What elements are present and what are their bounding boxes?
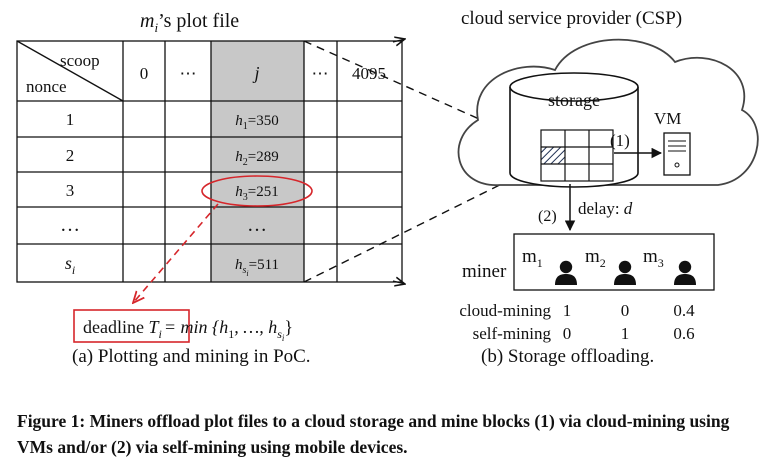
row-cloud-mining-m3: 0.4: [673, 301, 695, 320]
hash-cell-h1: h1=350: [235, 113, 278, 132]
hash-cell-h3: h3=251: [235, 184, 278, 203]
caption-b: (b) Storage offloading.: [481, 346, 655, 367]
row-self-mining-m2: 1: [621, 324, 630, 343]
arrow1-label: (1): [610, 131, 630, 150]
miner-3-label: m3: [643, 246, 664, 270]
miner-2-label: m2: [585, 246, 606, 270]
miner-2: m2: [585, 246, 636, 285]
delay-label: delay: d: [578, 199, 633, 218]
storage-label: storage: [548, 90, 600, 110]
plot-table-grid: [16, 40, 403, 283]
vm-label: VM: [654, 109, 681, 128]
mining-share-table: cloud-mining 1 0 0.4 self-mining 0 1 0.6: [459, 301, 695, 343]
hash-cell-hsi: hsi=511: [235, 257, 279, 278]
miner-1: m1: [522, 246, 577, 285]
row-self-mining-m1: 0: [563, 324, 572, 343]
min-hash-arrow: [133, 203, 219, 303]
row-label-dots: …: [60, 214, 80, 236]
deadline-formula: deadline Ti= min {h1, …, hsi}: [83, 317, 293, 343]
row-label-1: 1: [66, 110, 75, 129]
plot-file-panel: mi’s plot file scoop nonce 0 ⋯ j ⋯ 4095: [16, 10, 403, 343]
row-cloud-mining-m2: 0: [621, 301, 630, 320]
row-label-2: 2: [66, 146, 75, 165]
miner-3-person-icon: [674, 260, 696, 285]
miner-1-person-icon: [555, 260, 577, 285]
deadline-box: [73, 309, 190, 343]
col-header-dots-2: ⋯: [312, 64, 329, 83]
caption-a: (a) Plotting and mining in PoC.: [72, 346, 311, 367]
col-header-0: 0: [140, 64, 149, 83]
hash-cell-h2: h2=289: [235, 149, 278, 168]
storage-grid: [540, 129, 614, 182]
min-hash-highlight: [201, 175, 313, 207]
hash-cell-dots: …: [247, 214, 267, 236]
row-self-mining-m3: 0.6: [673, 324, 694, 343]
header-nonce: nonce: [26, 77, 67, 96]
row-self-mining-label: self-mining: [473, 324, 552, 343]
row-label-si: si: [65, 253, 75, 277]
csp-panel: cloud service provider (CSP) storage (1)…: [457, 8, 759, 343]
connector-bottom-arrow: [392, 281, 405, 284]
col-header-j: j: [252, 63, 259, 83]
miner-3: m3: [643, 246, 696, 285]
arrow2-label: (2): [538, 208, 557, 225]
plot-file-title: mi’s plot file: [140, 10, 239, 35]
header-scoop: scoop: [60, 51, 100, 70]
connector-top-arrow: [392, 39, 405, 42]
highlight-column-j: [211, 41, 304, 282]
miner-label: miner: [462, 261, 507, 282]
row-label-3: 3: [66, 181, 75, 200]
vm-server-icon: [663, 132, 691, 176]
miner-1-label: m1: [522, 246, 543, 270]
csp-title: cloud service provider (CSP): [461, 8, 682, 29]
col-header-dots-1: ⋯: [180, 64, 197, 83]
row-cloud-mining-m1: 1: [563, 301, 572, 320]
miner-2-person-icon: [614, 260, 636, 285]
figure-caption: Figure 1: Miners offload plot files to a…: [17, 411, 730, 457]
row-cloud-mining-label: cloud-mining: [459, 301, 551, 320]
miners-box: [513, 233, 715, 291]
connector-bottom: [303, 163, 543, 283]
col-header-4095: 4095: [352, 64, 386, 83]
